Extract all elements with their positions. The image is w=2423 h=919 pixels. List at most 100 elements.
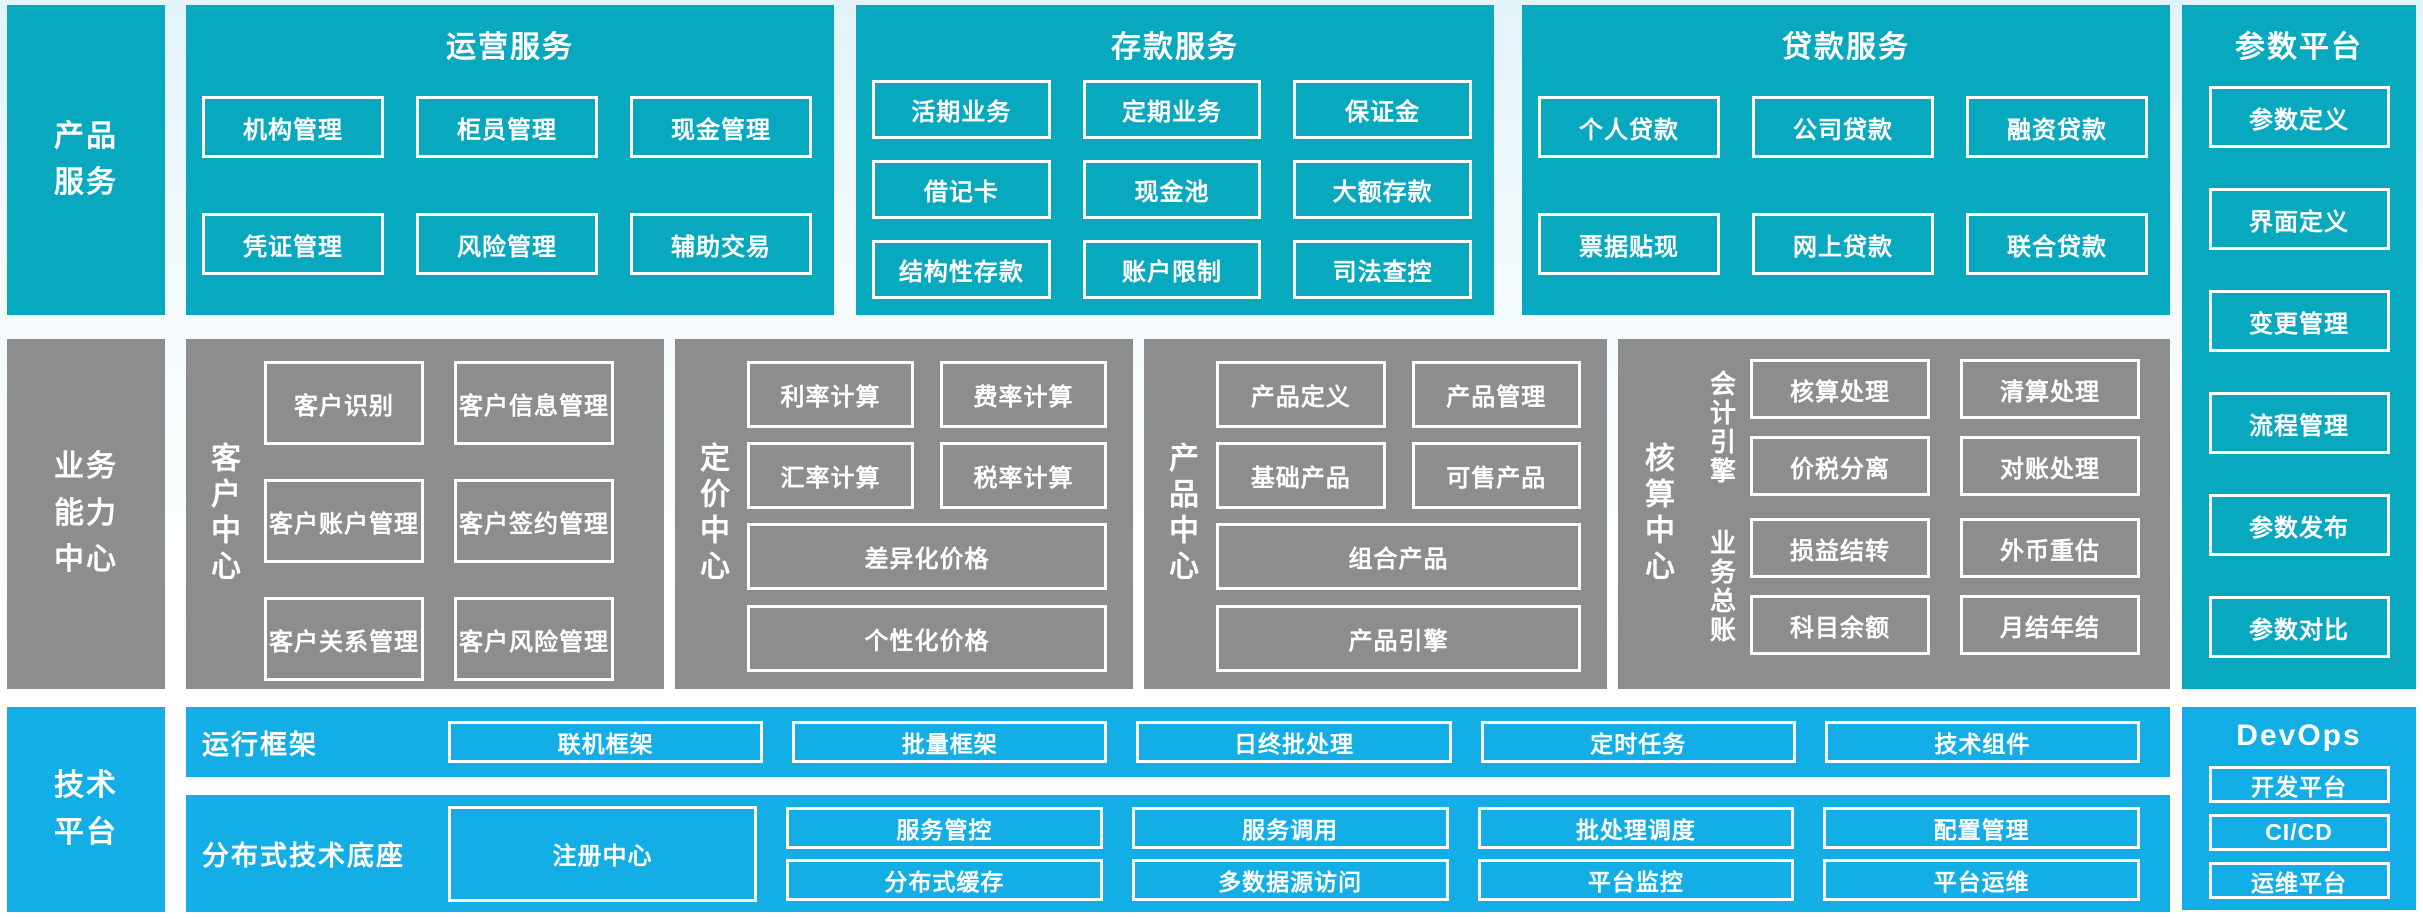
distbase-module-box: 配置管理 [1823, 806, 2140, 849]
runtime-module-box: 日终批处理 [1136, 721, 1452, 763]
loan-module-box: 联合贷款 [1966, 213, 2148, 275]
loan-services-panel: 贷款服务 个人贷款 公司贷款 融资贷款 票据贴现 网上贷款 联合贷款 [1522, 5, 2170, 315]
product-module-box: 产品定义 [1216, 361, 1386, 428]
accounting-center-panel: 核算中心 会计引擎 核算处理 清算处理 价税分离 对账处理 业务总账 损益结转 … [1618, 339, 2170, 689]
pricing-module-box: 汇率计算 [747, 442, 914, 509]
parameter-platform-title: 参数平台 [2235, 31, 2363, 64]
deposit-services-title: 存款服务 [1111, 31, 1239, 64]
deposit-services-panel: 存款服务 活期业务 定期业务 保证金 借记卡 现金池 大额存款 结构性存款 账户… [856, 5, 1494, 315]
distributed-base-row: 分布式技术底座 注册中心 服务管控 服务调用 批处理调度 配置管理 分布式缓存 … [186, 795, 2170, 912]
product-center-label: 产品中心 [1164, 442, 1197, 586]
param-module-box: 流程管理 [2208, 392, 2390, 454]
ops-module-box: 柜员管理 [416, 96, 598, 158]
loan-services-grid: 个人贷款 公司贷款 融资贷款 票据贴现 网上贷款 联合贷款 [1538, 96, 2148, 275]
loan-services-title: 贷款服务 [1782, 31, 1910, 64]
accounting-engine-label: 会计引擎 [1706, 369, 1737, 486]
devops-panel: DevOps 开发平台 CI/CD 运维平台 [2182, 707, 2416, 910]
accounting-module-box: 价税分离 [1750, 436, 1930, 496]
distbase-module-box: 批处理调度 [1477, 806, 1795, 849]
parameter-platform-stack: 参数定义 界面定义 变更管理 流程管理 参数发布 参数对比 [2182, 86, 2416, 658]
pricing-module-box: 费率计算 [940, 361, 1107, 428]
business-ledger-grid: 损益结转 外币重估 科目余额 月结年结 [1750, 518, 2140, 655]
customer-module-box: 客户签约管理 [454, 479, 614, 563]
deposit-module-box: 保证金 [1293, 80, 1472, 139]
product-module-box: 组合产品 [1216, 523, 1581, 590]
pricing-module-box: 利率计算 [747, 361, 914, 428]
runtime-module-box: 定时任务 [1480, 721, 1796, 763]
registry-center-box: 注册中心 [448, 805, 757, 902]
customer-module-box: 客户账户管理 [264, 479, 424, 563]
product-module-box: 可售产品 [1411, 442, 1581, 509]
loan-module-box: 网上贷款 [1752, 213, 1934, 275]
accounting-module-box: 科目余额 [1750, 595, 1930, 655]
customer-module-box: 客户风险管理 [454, 597, 614, 681]
distbase-module-box: 平台监控 [1477, 858, 1795, 901]
ops-services-grid: 机构管理 柜员管理 现金管理 凭证管理 风险管理 辅助交易 [202, 96, 812, 275]
accounting-center-content: 会计引擎 核算处理 清算处理 价税分离 对账处理 业务总账 损益结转 外币重估 … [1694, 359, 2170, 689]
product-center-panel: 产品中心 产品定义 产品管理 基础产品 可售产品 组合产品 产品引擎 [1144, 339, 1607, 689]
deposit-module-box: 司法查控 [1293, 240, 1472, 299]
param-module-box: 参数定义 [2208, 86, 2390, 148]
accounting-engine-group: 会计引擎 核算处理 清算处理 价税分离 对账处理 [1694, 359, 2170, 496]
distributed-base-grid: 服务管控 服务调用 批处理调度 配置管理 分布式缓存 多数据源访问 平台监控 平… [786, 806, 2140, 901]
ops-services-panel: 运营服务 机构管理 柜员管理 现金管理 凭证管理 风险管理 辅助交易 [186, 5, 834, 315]
distbase-module-box: 分布式缓存 [786, 858, 1103, 901]
product-module-box: 产品管理 [1411, 361, 1581, 428]
loan-module-box: 融资贷款 [1966, 96, 2148, 158]
accounting-module-box: 清算处理 [1960, 359, 2140, 419]
ops-services-title: 运营服务 [446, 31, 574, 64]
customer-module-box: 客户信息管理 [454, 361, 614, 445]
pricing-module-box: 税率计算 [940, 442, 1107, 509]
ops-module-box: 凭证管理 [202, 213, 384, 275]
distbase-module-box: 服务管控 [786, 806, 1103, 849]
devops-module-box: 运维平台 [2208, 862, 2390, 899]
customer-center-label: 客户中心 [206, 442, 239, 586]
param-module-box: 变更管理 [2208, 290, 2390, 352]
runtime-module-box: 联机框架 [448, 721, 764, 763]
business-ledger-group: 业务总账 损益结转 外币重估 科目余额 月结年结 [1694, 518, 2170, 655]
pricing-module-box: 差异化价格 [747, 523, 1107, 590]
customer-module-box: 客户识别 [264, 361, 424, 445]
devops-stack: 开发平台 CI/CD 运维平台 [2182, 766, 2416, 899]
loan-module-box: 公司贷款 [1752, 96, 1934, 158]
param-module-box: 参数发布 [2208, 494, 2390, 556]
ops-module-box: 现金管理 [630, 96, 812, 158]
ops-module-box: 风险管理 [416, 213, 598, 275]
param-module-box: 参数对比 [2208, 596, 2390, 658]
deposit-module-box: 借记卡 [872, 160, 1051, 219]
distbase-module-box: 服务调用 [1131, 806, 1449, 849]
business-ledger-label: 业务总账 [1706, 528, 1737, 645]
customer-center-grid: 客户识别 客户信息管理 客户账户管理 客户签约管理 客户关系管理 客户风险管理 [264, 361, 614, 689]
pricing-module-box: 个性化价格 [747, 605, 1107, 672]
runtime-framework-boxes: 联机框架 批量框架 日终批处理 定时任务 技术组件 [448, 721, 2141, 763]
accounting-center-label: 核算中心 [1640, 442, 1673, 586]
loan-module-box: 个人贷款 [1538, 96, 1720, 158]
distributed-base-label: 分布式技术底座 [202, 841, 405, 871]
runtime-module-box: 技术组件 [1824, 721, 2141, 763]
sidebar-product-services: 产品 服务 [7, 5, 165, 315]
ops-module-box: 辅助交易 [630, 213, 812, 275]
distbase-module-box: 多数据源访问 [1131, 858, 1449, 901]
sidebar-business-capability: 业务 能力 中心 [7, 339, 165, 689]
product-module-box: 产品引擎 [1216, 605, 1581, 672]
pricing-center-label: 定价中心 [695, 442, 728, 586]
devops-title: DevOps [2236, 719, 2362, 752]
product-module-box: 基础产品 [1216, 442, 1386, 509]
sidebar-technology-platform: 技术 平台 [7, 707, 165, 912]
parameter-platform-panel: 参数平台 参数定义 界面定义 变更管理 流程管理 参数发布 参数对比 [2182, 5, 2416, 689]
loan-module-box: 票据贴现 [1538, 213, 1720, 275]
customer-center-panel: 客户中心 客户识别 客户信息管理 客户账户管理 客户签约管理 客户关系管理 客户… [186, 339, 664, 689]
ops-module-box: 机构管理 [202, 96, 384, 158]
product-center-content: 产品定义 产品管理 基础产品 可售产品 组合产品 产品引擎 [1216, 361, 1581, 689]
deposit-module-box: 大额存款 [1293, 160, 1472, 219]
accounting-module-box: 损益结转 [1750, 518, 1930, 578]
devops-module-box: CI/CD [2208, 814, 2390, 851]
accounting-engine-grid: 核算处理 清算处理 价税分离 对账处理 [1750, 359, 2140, 496]
pricing-center-panel: 定价中心 利率计算 费率计算 汇率计算 税率计算 差异化价格 个性化价格 [675, 339, 1133, 689]
deposit-module-box: 账户限制 [1082, 240, 1262, 299]
runtime-framework-row: 运行框架 联机框架 批量框架 日终批处理 定时任务 技术组件 [186, 707, 2170, 777]
devops-module-box: 开发平台 [2208, 766, 2390, 803]
distbase-module-box: 平台运维 [1823, 858, 2140, 901]
pricing-center-content: 利率计算 费率计算 汇率计算 税率计算 差异化价格 个性化价格 [747, 361, 1107, 689]
